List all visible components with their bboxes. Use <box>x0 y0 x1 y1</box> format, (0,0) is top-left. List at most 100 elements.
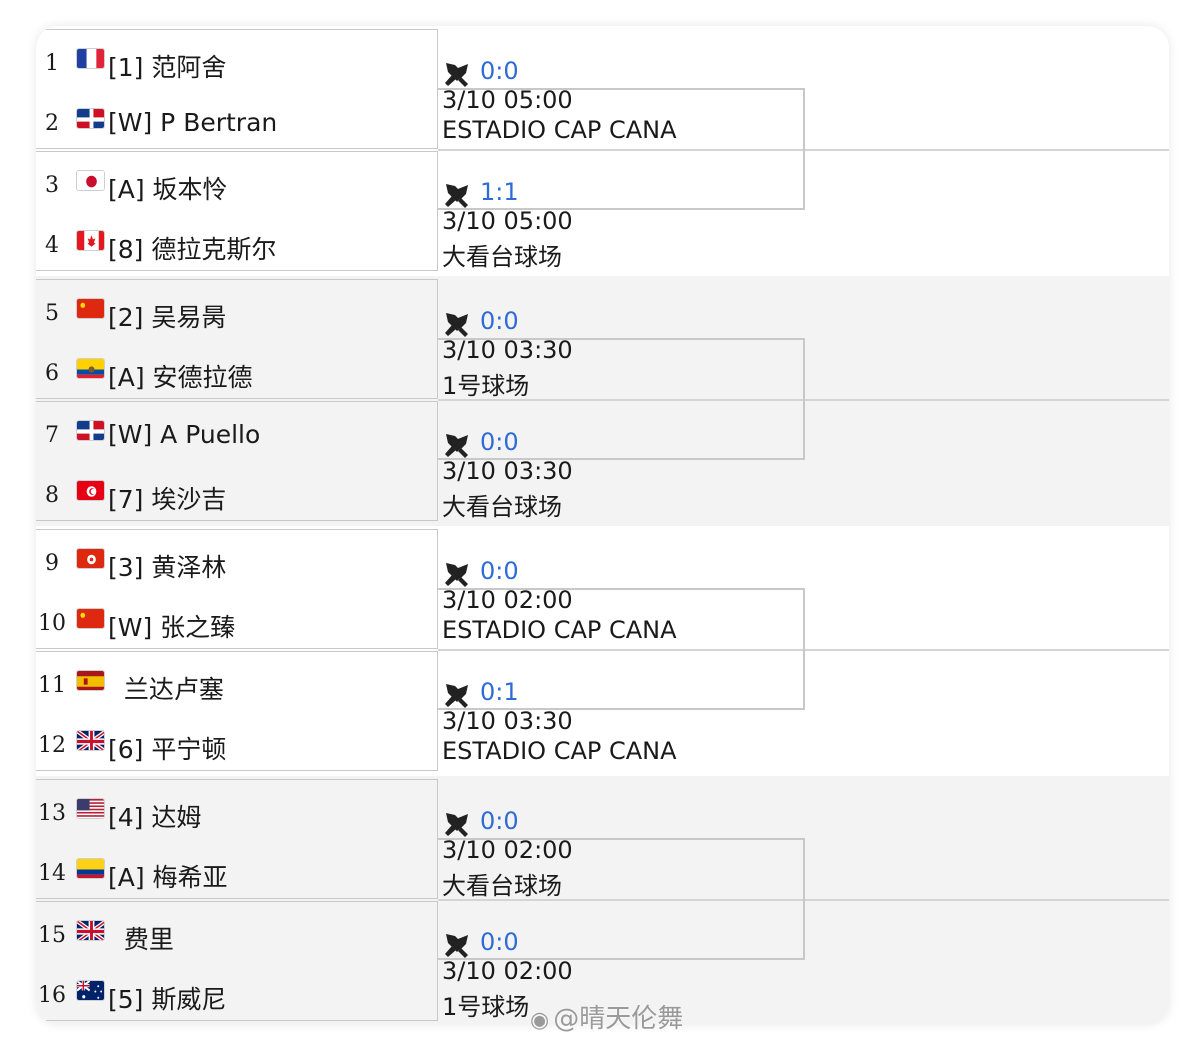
match-time: 3/10 05:00 <box>442 86 573 114</box>
match-venue: 大看台球场 <box>442 493 562 521</box>
player-seed: 2 <box>45 111 59 136</box>
player-row[interactable]: 12 [6] 平宁顿 <box>36 725 436 765</box>
match-score[interactable]: 0:0 <box>480 807 519 835</box>
player-row[interactable]: 11 兰达卢塞 <box>36 665 436 705</box>
player-row[interactable]: 4[8] 德拉克斯尔 <box>36 225 436 265</box>
player-name: [A] 坂本怜 <box>108 175 228 204</box>
player-row[interactable]: 7 [W] A Puello <box>36 415 436 455</box>
match-connector <box>438 838 805 960</box>
match-score[interactable]: 0:0 <box>480 307 519 335</box>
player-seed: 11 <box>38 673 66 698</box>
match-venue: ESTADIO CAP CANA <box>442 116 677 144</box>
flag-cn-icon <box>76 608 105 629</box>
player-row[interactable]: 14[A] 梅希亚 <box>36 853 436 893</box>
tennis-rackets-icon <box>442 809 472 839</box>
match-venue: 大看台球场 <box>442 872 562 900</box>
flag-cn-icon <box>76 298 105 319</box>
tennis-rackets-icon <box>442 680 472 710</box>
player-seed: 7 <box>45 423 59 448</box>
match-time: 3/10 02:00 <box>442 957 573 985</box>
player-name: [1] 范阿舍 <box>108 53 227 82</box>
watermark-text: @晴天伦舞 <box>553 1004 684 1034</box>
player-row[interactable]: 2 [W] P Bertran <box>36 103 436 143</box>
tennis-rackets-icon <box>442 559 472 589</box>
flag-gb-icon <box>76 920 105 941</box>
match-time: 3/10 03:30 <box>442 457 573 485</box>
player-name: [7] 埃沙吉 <box>108 485 227 514</box>
player-seed: 3 <box>45 173 59 198</box>
match-time: 3/10 03:30 <box>442 336 573 364</box>
player-seed: 5 <box>45 301 59 326</box>
match-venue: 1号球场 <box>442 372 530 400</box>
player-name: [5] 斯威尼 <box>108 985 227 1014</box>
player-row[interactable]: 5[2] 吴易昺 <box>36 293 436 333</box>
match-venue: 大看台球场 <box>442 243 562 271</box>
weibo-logo-icon: ◉ <box>530 1008 550 1033</box>
player-row[interactable]: 9 [3] 黄泽林 <box>36 543 436 583</box>
match-score[interactable]: 1:1 <box>480 178 519 206</box>
watermark: ◉@晴天伦舞 <box>530 998 683 1035</box>
player-seed: 1 <box>45 51 59 76</box>
flag-fr-icon <box>76 48 105 69</box>
match-venue: 1号球场 <box>442 993 530 1021</box>
player-name: [W] A Puello <box>108 420 261 449</box>
flag-tn-icon <box>76 480 105 501</box>
tennis-rackets-icon <box>442 59 472 89</box>
flag-au-icon <box>76 980 105 1001</box>
player-row[interactable]: 1 [1] 范阿舍 <box>36 43 436 83</box>
player-row[interactable]: 3 [A] 坂本怜 <box>36 165 436 205</box>
match-score[interactable]: 0:0 <box>480 557 519 585</box>
player-row[interactable]: 8 [7] 埃沙吉 <box>36 475 436 515</box>
tennis-rackets-icon <box>442 309 472 339</box>
flag-es-icon <box>76 670 105 691</box>
player-seed: 6 <box>45 361 59 386</box>
player-seed: 8 <box>45 483 59 508</box>
player-name: [3] 黄泽林 <box>108 553 227 582</box>
flag-gb-icon <box>76 730 105 751</box>
player-name: [A] 安德拉德 <box>108 363 253 392</box>
flag-jp-icon <box>76 170 105 191</box>
player-name: [A] 梅希亚 <box>108 863 228 892</box>
match-time: 3/10 05:00 <box>442 207 573 235</box>
player-row[interactable]: 16 [5] 斯威尼 <box>36 975 436 1015</box>
player-pair <box>36 651 438 771</box>
player-row[interactable]: 13[4] 达姆 <box>36 793 436 833</box>
player-pair <box>36 901 438 1021</box>
player-seed: 12 <box>38 733 66 758</box>
match-score[interactable]: 0:1 <box>480 678 519 706</box>
player-pair <box>36 779 438 899</box>
player-name: [6] 平宁顿 <box>108 735 227 764</box>
player-name: [8] 德拉克斯尔 <box>108 235 277 264</box>
match-time: 3/10 03:30 <box>442 707 573 735</box>
match-score[interactable]: 0:0 <box>480 928 519 956</box>
match-connector <box>438 588 805 710</box>
match-connector <box>438 88 805 210</box>
match-score[interactable]: 0:0 <box>480 57 519 85</box>
player-name: 费里 <box>108 925 174 954</box>
match-venue: ESTADIO CAP CANA <box>442 737 677 765</box>
player-pair <box>36 401 438 521</box>
player-name: [W] P Bertran <box>108 108 278 137</box>
player-seed: 10 <box>38 611 66 636</box>
player-seed: 9 <box>45 551 59 576</box>
player-row[interactable]: 15 费里 <box>36 915 436 955</box>
player-row[interactable]: 6 [A] 安德拉德 <box>36 353 436 393</box>
match-score[interactable]: 0:0 <box>480 428 519 456</box>
player-name: [4] 达姆 <box>108 803 202 832</box>
match-time: 3/10 02:00 <box>442 586 573 614</box>
flag-do-icon <box>76 108 105 129</box>
player-pair <box>36 279 438 399</box>
draw-bracket: 1 [1] 范阿舍 2 [W] P Bertran 3 [A] 坂本怜 4[8] 德拉克斯尔… <box>36 26 1169 1024</box>
player-seed: 16 <box>38 983 66 1008</box>
player-row[interactable]: 10 [W] 张之臻 <box>36 603 436 643</box>
flag-hk-icon <box>76 548 105 569</box>
player-name: [W] 张之臻 <box>108 613 236 642</box>
